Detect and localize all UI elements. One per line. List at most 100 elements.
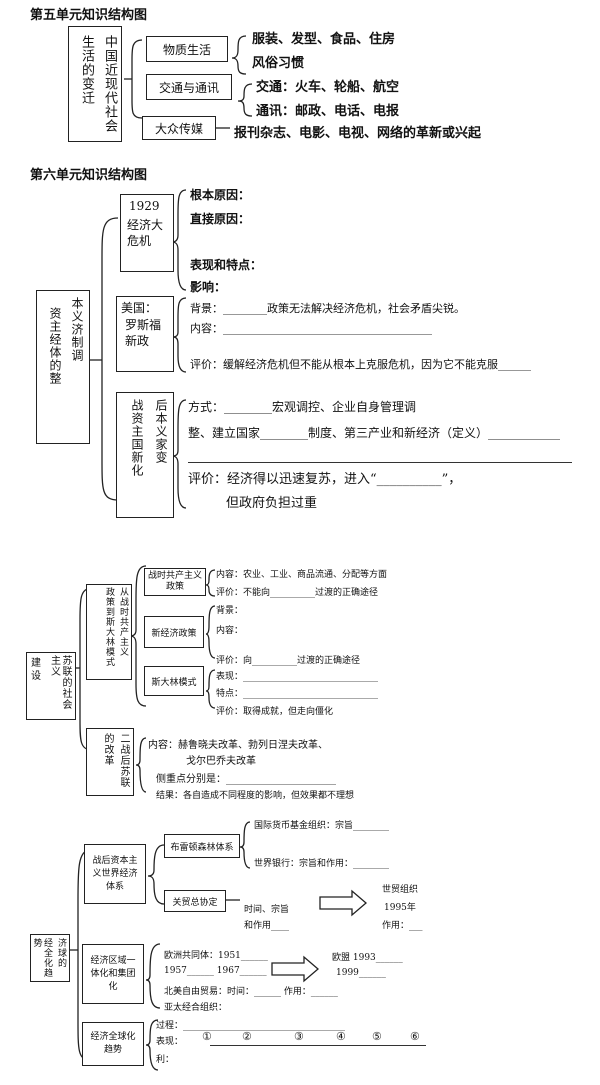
unit6-title: 第六单元知识结构图 <box>30 168 148 183</box>
ussr-b2-bracket <box>205 605 216 659</box>
ussr-sub2-box: 二战后苏联 的改革 <box>86 728 134 796</box>
ussr-sub2-bracket <box>135 737 147 793</box>
glob-bw-bracket <box>239 821 251 869</box>
u5-line-clothing: 服装、发型、食品、住房 <box>252 32 396 47</box>
glob-nafta: 北美自由贸易：时间：______ 作用：______ <box>164 987 338 997</box>
glob-sub3-bracket <box>145 1019 159 1071</box>
ussr-reform-focus: 侧重点分别是：______________________ <box>156 774 336 785</box>
u6-postwar-system: 整、建立国家________制度、第三产业和新经济（定义）___________… <box>188 426 561 440</box>
u6-crisis-features: 表现和特点： <box>190 258 263 272</box>
ussr-stalin-features: 特点：______________________________ <box>216 689 379 699</box>
u6-roosevelt-evaluation: 评价：缓解经济危机但不能从根本上克服危机，因为它不能克服______ <box>190 358 531 371</box>
u6-crisis-root-cause: 根本原因： <box>190 188 251 202</box>
ussr-stalin-manifestation: 表现：______________________________ <box>216 672 379 682</box>
ussr-stalin-evaluation: 评价：取得成就，但走向僵化 <box>216 707 334 717</box>
u5-line-media: 报刊杂志、电影、电视、网络的革新或兴起 <box>234 126 482 141</box>
glob-num-3: ③ <box>294 1030 304 1043</box>
glob-num-4: ④ <box>336 1030 346 1043</box>
glob-num-6: ⑥ <box>410 1030 420 1043</box>
u6-main-text-b: 资主经体的整 <box>48 307 62 385</box>
u6-postwar-box: 后本义家变 战资主国新化 <box>116 392 174 518</box>
u6-roosevelt-box: 美国： 罗斯福新政 <box>116 296 174 372</box>
u6-pw-bracket <box>171 399 187 509</box>
glob-eu-1993: 欧盟 1993______ <box>332 953 403 963</box>
u6-main-box: 本义济制调 资主经体的整 <box>36 290 90 444</box>
u6-crisis-box: 1929 经济大危机 <box>120 194 174 272</box>
u5-main-box: 中国近现代社会 生活的变迁 <box>68 26 122 142</box>
u5-line-customs: 风俗习惯 <box>252 56 305 71</box>
ussr-sub1-box: 从战时共产主义 政策到斯大林模式 <box>86 584 132 680</box>
ussr-wc-content: 内容：农业、工业、商品流通、分配等方面 <box>216 570 388 580</box>
u6-crisis-impact: 影响： <box>190 280 227 294</box>
ussr-box-stalin-model: 斯大林模式 <box>144 666 204 696</box>
u5-main-text-b: 生活的变迁 <box>79 35 94 105</box>
gatt-to-wto-arrow <box>319 889 367 917</box>
u6-roosevelt-content: 内容：_____________________________________… <box>190 322 432 335</box>
ussr-nep-background: 背景： <box>216 606 244 616</box>
ussr-reform-result: 结果：各自造成不同程度的影响，但效果都不理想 <box>156 791 355 801</box>
glob-num-5: ⑤ <box>372 1030 382 1043</box>
u6-postwar-text-a: 后本义家变 <box>154 399 168 464</box>
u5-left-bracket <box>131 39 143 119</box>
glob-main-box: 济球的 经全化趋势 <box>30 934 70 982</box>
u6-roosevelt-text: 罗斯福新政 <box>125 318 162 348</box>
u6-roosevelt-background: 背景：________政策无法解决经济危机，社会矛盾尖锐。 <box>190 302 465 315</box>
glob-ec-1957: 1957______ 1967______ <box>164 966 267 976</box>
glob-apec: 亚太经合组织： <box>164 1003 228 1013</box>
u6-postwar-text-b: 战资主国新化 <box>130 399 144 477</box>
ussr-sub1-text-a: 从战时共产主义 <box>118 587 128 657</box>
u5-box-media: 大众传媒 <box>142 116 216 140</box>
u6-crisis-direct-cause: 直接原因： <box>190 212 251 226</box>
unit5-title: 第五单元知识结构图 <box>30 8 148 23</box>
glob-sub1-bracket <box>147 844 165 905</box>
u5-line-communication: 通讯：邮政、电话、电报 <box>256 104 400 119</box>
ussr-main-text-b: 建设 <box>31 658 41 682</box>
ussr-sub2-text-a: 二战后苏联 <box>118 733 129 788</box>
ussr-main-box: 苏联的社会主义 建设 <box>26 652 76 720</box>
glob-main-bracket <box>77 849 91 1061</box>
u6-crisis-bracket <box>171 189 187 291</box>
ussr-box-war-communism: 战时共产主义政策 <box>144 568 206 596</box>
ussr-nep-evaluation: 评价：向__________过渡的正确途径 <box>216 656 361 666</box>
glob-main-text-b: 经全化趋势 <box>31 938 52 978</box>
glob-box-gatt: 关贸总协定 <box>164 890 226 912</box>
u5-box-transport: 交通与通讯 <box>146 74 232 100</box>
glob-advantage: 利： <box>156 1055 175 1065</box>
u6-postwar-blank-line <box>188 462 572 463</box>
u6-roosevelt-label: 美国： <box>121 301 158 315</box>
glob-manifestation-line <box>210 1045 426 1046</box>
glob-main-text-a: 济球的 <box>56 938 66 968</box>
u5-bracket-2 <box>237 83 253 117</box>
u5-box-material: 物质生活 <box>146 36 228 62</box>
glob-process: 过程：____________________________________ <box>156 1021 346 1031</box>
glob-gatt-role: 和作用____ <box>244 921 290 931</box>
ussr-b1-bracket <box>205 569 216 597</box>
glob-worldbank: 世界银行：宗旨和作用：________ <box>254 859 390 869</box>
u6-crisis-year: 1929 <box>129 199 160 213</box>
glob-gatt-time: 时间、宗旨 <box>244 905 290 915</box>
ussr-b3-bracket <box>205 669 216 709</box>
ussr-reform-content: 内容：赫鲁晓夫改革、勃列日涅夫改革、 <box>148 740 328 751</box>
ussr-wc-evaluation: 评价：不能向__________过渡的正确途径 <box>216 588 379 598</box>
glob-eu-1999: 1999______ <box>336 968 386 978</box>
glob-box-bretton-woods: 布雷顿森林体系 <box>164 834 240 858</box>
glob-wto-name: 世贸组织 <box>382 885 419 895</box>
glob-sub-postwar-system: 战后资本主义世界经济体系 <box>84 844 146 904</box>
glob-num-2: ② <box>242 1030 252 1043</box>
u6-crisis-text: 经济大危机 <box>127 218 164 248</box>
glob-num-1: ① <box>202 1030 212 1043</box>
ussr-sub1-text-b: 政策到斯大林模式 <box>104 587 114 667</box>
u6-main-text-a: 本义济制调 <box>70 297 84 362</box>
glob-manifestation: 表现： <box>156 1037 184 1047</box>
u6-postwar-evaluation: 评价：经济得以迅速复苏，进入“__________”， <box>188 472 462 487</box>
u6-postwar-method: 方式：________宏观调控、企业自身管理调 <box>188 400 417 414</box>
u5-main-text-a: 中国近现代社会 <box>102 35 117 133</box>
eu-arrow <box>271 955 319 983</box>
glob-wto-role: 作用：___ <box>382 921 423 931</box>
ussr-box-nep: 新经济政策 <box>144 616 204 648</box>
ussr-sub2-text-b: 的改革 <box>102 733 113 766</box>
glob-sub2-bracket <box>145 943 161 1009</box>
u6-postwar-burden: 但政府负担过重 <box>226 496 318 511</box>
ussr-main-text-a: 苏联的社会主义 <box>48 655 72 710</box>
